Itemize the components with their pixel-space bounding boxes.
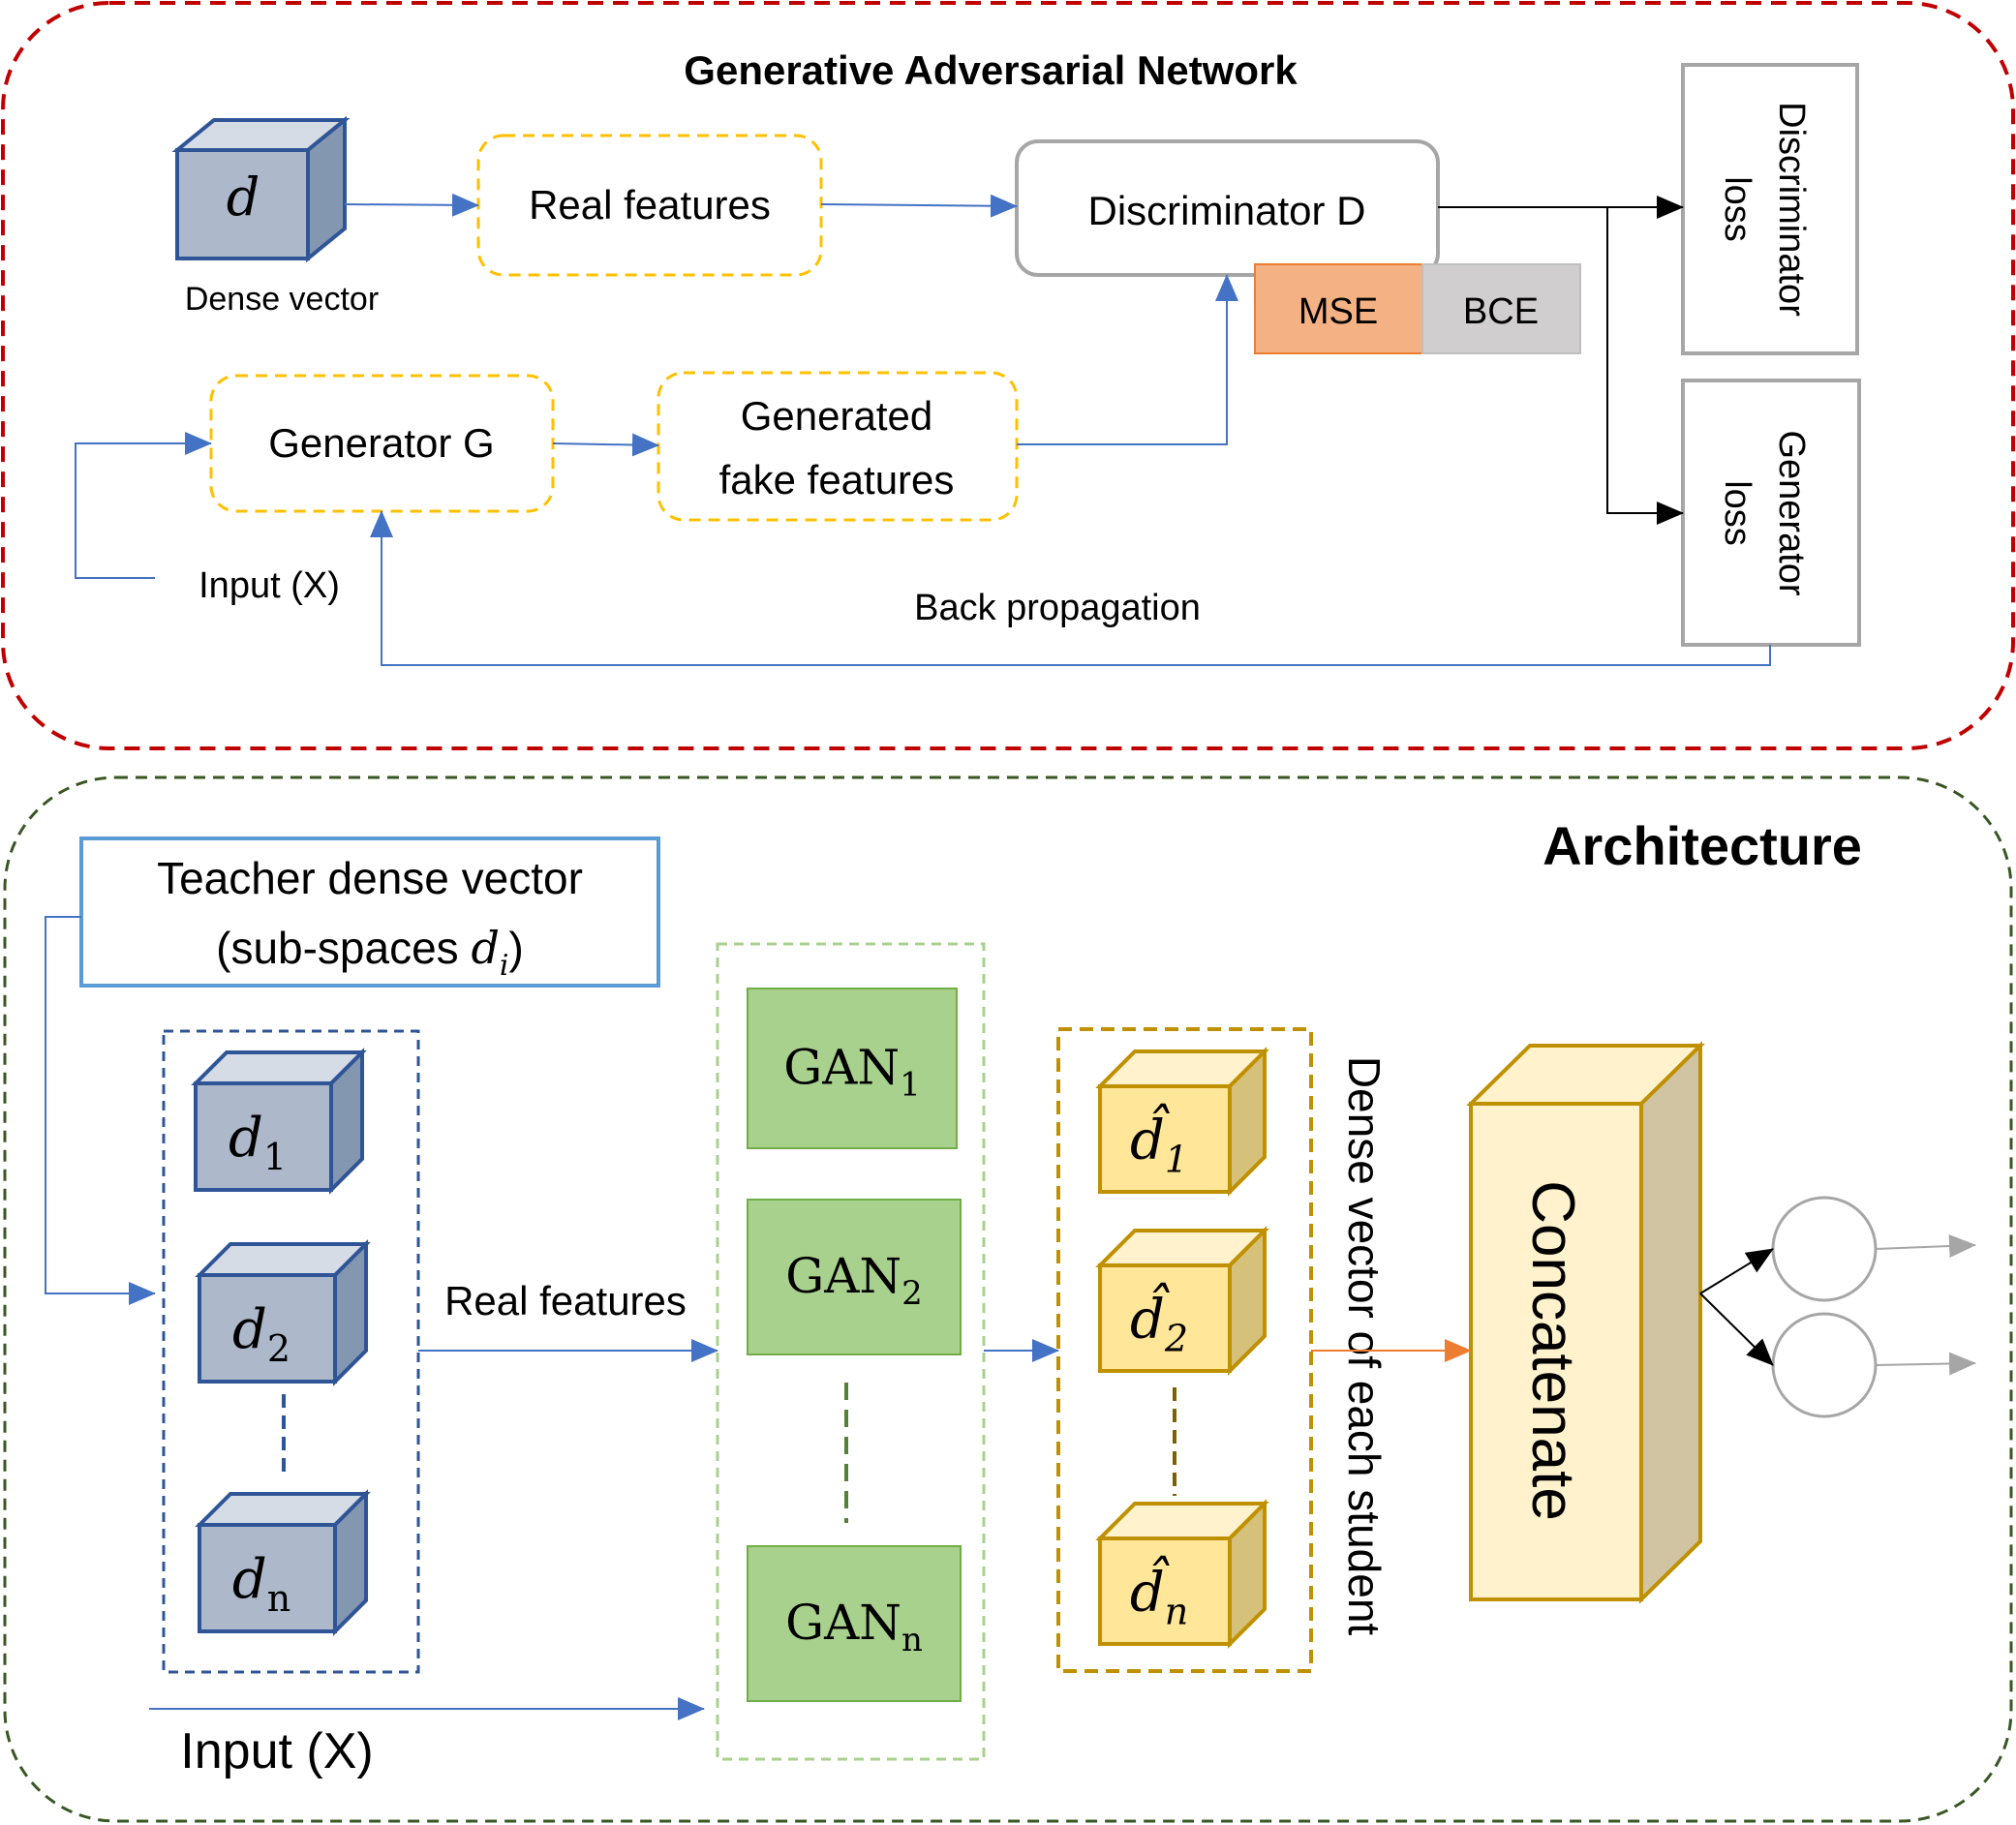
input-cube-3-front-face bbox=[198, 1523, 337, 1633]
real-features-label: Real features bbox=[529, 182, 771, 228]
output-cube-1-label: d̂1 bbox=[1130, 1102, 1188, 1180]
teacher-dense-vector-line2: (sub-spaces di) bbox=[216, 922, 524, 983]
generator-loss-line2: loss bbox=[1717, 480, 1757, 546]
gan-connectors bbox=[75, 193, 1771, 666]
gan-box-2: GAN2 bbox=[747, 1199, 962, 1355]
gan-box-2-rect bbox=[747, 1199, 962, 1355]
input-cube-2: d2 bbox=[195, 1239, 371, 1386]
input-cube-3-label: dn bbox=[232, 1548, 290, 1620]
teacher-dense-vector-box bbox=[79, 836, 660, 988]
generator-loss-line1: Generator bbox=[1771, 430, 1812, 595]
gan-box-1: GAN1 bbox=[747, 988, 958, 1149]
arrow-to-generator-loss bbox=[1606, 207, 1684, 525]
arrow-real-to-discriminator bbox=[820, 194, 1018, 218]
arrow-input-to-generator bbox=[75, 432, 212, 579]
back-propagation-label: Back propagation bbox=[914, 588, 1201, 628]
gan-stack-group bbox=[716, 942, 986, 1761]
dense-vector-cube-letter: d bbox=[227, 167, 260, 228]
bce-box bbox=[1421, 263, 1581, 354]
gan-box-1-label: GAN1 bbox=[783, 1040, 920, 1105]
gan-panel-border bbox=[1, 1, 2015, 750]
output-cube-2: d̂2 bbox=[1095, 1226, 1269, 1376]
arrow-back-propagation bbox=[370, 510, 1771, 666]
output-cube-1-front-face bbox=[1098, 1084, 1232, 1194]
bce-label: BCE bbox=[1463, 291, 1539, 332]
dense-vector-label: Dense vector bbox=[185, 281, 379, 318]
input-cube-1-label: d1 bbox=[229, 1107, 287, 1178]
gan-box-2-label: GAN2 bbox=[785, 1248, 922, 1313]
input-cube-2-front-face bbox=[198, 1273, 337, 1384]
generated-features-line1: Generated bbox=[741, 393, 932, 439]
arrow-concat-to-neuron-top bbox=[1699, 1248, 1774, 1294]
discriminator-loss-line2: loss bbox=[1717, 176, 1757, 242]
architecture-connectors bbox=[45, 916, 1976, 1720]
input-cubes: d1 d2 dn bbox=[191, 1048, 371, 1636]
output-neuron-top bbox=[1771, 1196, 1878, 1302]
input-cube-3: dn bbox=[195, 1489, 371, 1636]
gan-panel: Generative Adversarial Network d Dense v… bbox=[1, 1, 2015, 750]
gan-box-3-label: GANn bbox=[785, 1595, 923, 1659]
concatenate-label: Concatenate bbox=[1519, 1180, 1586, 1521]
architecture-title: Architecture bbox=[1543, 815, 1862, 876]
output-cubes: d̂1 d̂2 d̂n bbox=[1095, 1047, 1269, 1649]
gan-panel-title: Generative Adversarial Network bbox=[684, 47, 1298, 93]
gan-box-1-rect bbox=[747, 988, 958, 1149]
arrow-neuron-bottom-out bbox=[1875, 1352, 1976, 1376]
output-cube-1: d̂1 bbox=[1095, 1047, 1269, 1197]
arrow-generator-to-generated bbox=[552, 433, 659, 457]
arrow-neuron-top-out bbox=[1875, 1234, 1976, 1259]
arrow-cube-to-real bbox=[344, 193, 479, 217]
gan-box-3: GANn bbox=[747, 1545, 962, 1702]
output-neuron-bottom bbox=[1771, 1312, 1878, 1418]
mse-label: MSE bbox=[1298, 291, 1378, 332]
arrow-teacher-to-cubes bbox=[45, 916, 156, 1305]
gan-box-3-rect bbox=[747, 1545, 962, 1702]
output-cube-2-front-face bbox=[1098, 1263, 1232, 1373]
architecture-real-features-label: Real features bbox=[444, 1278, 687, 1323]
arrow-concat-to-neuron-bottom bbox=[1699, 1293, 1774, 1366]
dense-vector-cube: d bbox=[171, 115, 351, 263]
output-cube-3-front-face bbox=[1098, 1536, 1232, 1646]
generator-loss-box bbox=[1681, 379, 1861, 647]
teacher-dense-vector-line1: Teacher dense vector bbox=[157, 853, 583, 903]
discriminator-label: Discriminator D bbox=[1087, 188, 1365, 233]
output-cube-3-label: d̂n bbox=[1130, 1554, 1188, 1632]
student-dense-vector-label: Dense vector of each student bbox=[1339, 1056, 1390, 1636]
arrow-generated-to-discriminator bbox=[1017, 274, 1238, 445]
discriminator-loss-line1: Discriminator bbox=[1771, 102, 1812, 317]
architecture-panel-border bbox=[3, 776, 2013, 1823]
input-subspace-group bbox=[162, 1029, 420, 1674]
input-cube-1: d1 bbox=[191, 1048, 367, 1195]
concatenate-block: Concatenate bbox=[1466, 1041, 1705, 1604]
architecture-panel: Architecture Teacher dense vector (sub-s… bbox=[3, 776, 2013, 1823]
generator-label: Generator G bbox=[268, 420, 494, 466]
output-cube-3: d̂n bbox=[1095, 1499, 1269, 1649]
input-cube-2-label: d2 bbox=[232, 1298, 290, 1370]
output-cube-2-label: d̂2 bbox=[1130, 1281, 1188, 1359]
architecture-input-label: Input (X) bbox=[180, 1723, 373, 1779]
discriminator-loss-box bbox=[1681, 63, 1859, 355]
input-cube-1-front-face bbox=[194, 1081, 333, 1192]
gan-input-label: Input (X) bbox=[199, 565, 340, 606]
generated-features-line2: fake features bbox=[719, 457, 955, 502]
